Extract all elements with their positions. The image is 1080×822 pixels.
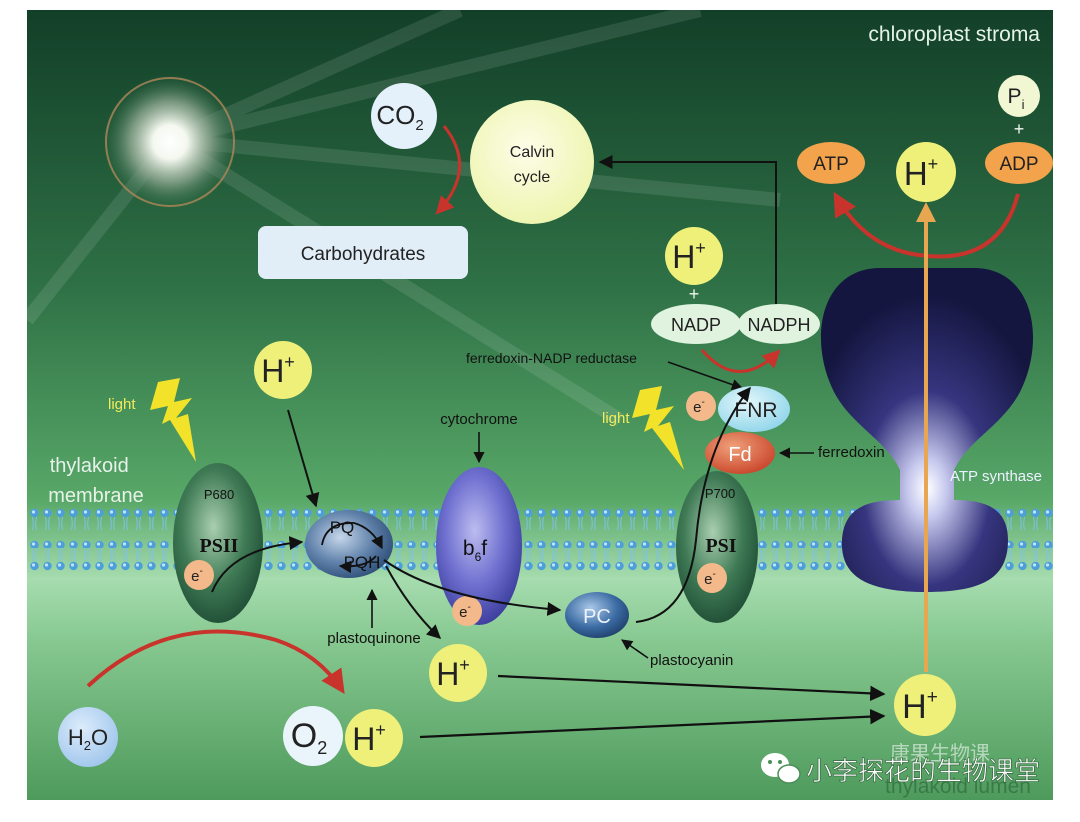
- h-plus-to-pq-arrow: [287, 409, 320, 508]
- fd-caption: ferredoxin: [818, 444, 885, 461]
- adp-label: ADP: [999, 154, 1038, 175]
- fd-label: Fd: [728, 444, 751, 466]
- pq-to-lumen-proton-arrow: [385, 565, 442, 639]
- electron-fnr: [686, 391, 716, 421]
- carbohydrates-box: [258, 226, 468, 279]
- h-plus-stroma-node: [665, 227, 723, 285]
- pi-node: [998, 75, 1040, 117]
- nadp-reduction-arrow: [700, 349, 781, 373]
- membrane-label-line2: membrane: [48, 485, 144, 507]
- lightning-icon-psii: [150, 378, 196, 462]
- atp-synthase-label: ATP synthase: [950, 468, 1042, 485]
- electron-psi-label: e-: [704, 569, 716, 588]
- pqh-label: PQH: [344, 553, 381, 572]
- lumen-proton-arrow-1: [497, 674, 886, 702]
- h-plus-pq-node: [254, 341, 312, 399]
- watermark-text: 小李探花的生物课堂: [806, 756, 1040, 786]
- carbohydrates-label: Carbohydrates: [301, 244, 426, 265]
- plastocyanin-caption: plastocyanin: [650, 652, 733, 669]
- co2-to-carbohydrates-arrow: [435, 125, 462, 215]
- h2o-label: H2O: [68, 725, 108, 753]
- pi-label: Pi: [1008, 85, 1025, 112]
- cytochrome-caption: cytochrome: [440, 411, 518, 428]
- electron-psii: [184, 560, 214, 590]
- h2o-node: [58, 707, 118, 767]
- psi-name: PSI: [705, 535, 736, 557]
- plastoquinone-caption: plastoquinone: [327, 630, 420, 647]
- psii-to-pq-arrow: [211, 536, 304, 593]
- psii-name: PSII: [200, 535, 239, 557]
- fnr-node: [718, 386, 790, 432]
- pc-node: [565, 592, 629, 638]
- calvin-line2: cycle: [514, 169, 551, 186]
- plus-sign-nadp: +: [689, 284, 700, 304]
- atp-node: [797, 142, 865, 184]
- atp-label: ATP: [813, 154, 849, 175]
- membrane-label-line1: thylakoid: [50, 455, 129, 477]
- pq-cycle-arrow-2: [338, 555, 377, 574]
- adp-to-atp-arrow: [833, 191, 1020, 259]
- electron-b6f: [452, 596, 482, 626]
- h-plus-lumen-water-node: [345, 709, 403, 767]
- co2-node: [371, 83, 437, 149]
- electron-b6f-label: e-: [459, 602, 471, 621]
- sun-ring: [105, 77, 235, 207]
- h-plus-atp-top-node: [896, 142, 956, 202]
- watermark-faint: 唐果生物课: [890, 742, 990, 765]
- psii-code: P680: [204, 487, 234, 502]
- h-plus-stroma-label: H+: [672, 238, 706, 275]
- plastocyanin-caption-arrow: [621, 639, 649, 659]
- electron-psii-label: e-: [191, 566, 203, 585]
- co2-label: CO2: [376, 100, 423, 134]
- plus-sign-pi: +: [1014, 119, 1025, 139]
- pc-label: PC: [583, 606, 611, 628]
- b6f-label: b6f: [463, 537, 487, 564]
- psi-complex: [676, 471, 758, 623]
- h-plus-lumen-synthase-node: [894, 674, 956, 736]
- nadph-to-calvin-arrow: [598, 155, 777, 304]
- h-plus-lumen-b6f-node: [429, 644, 487, 702]
- h-plus-pq-label: H+: [261, 352, 295, 389]
- b6f-complex: [436, 467, 522, 625]
- pq-cycle-arrow: [321, 522, 383, 550]
- nadp-label: NADP: [671, 315, 721, 335]
- h-plus-lumen-synthase-label: H+: [902, 687, 938, 726]
- h-plus-lumen-water-label: H+: [352, 720, 386, 757]
- water-splitting-arrow: [86, 629, 345, 694]
- adp-node: [985, 142, 1053, 184]
- fnr-caption: ferredoxin-NADP reductase: [466, 350, 637, 366]
- light-label-psi: light: [602, 410, 630, 427]
- calvin-cycle-node: [470, 100, 594, 224]
- nadph-node: [738, 304, 820, 344]
- lumen-label: thylakoid lumen: [885, 775, 1031, 798]
- calvin-line1: Calvin: [510, 144, 554, 161]
- nadph-label: NADPH: [747, 315, 810, 335]
- fnr-label: FNR: [734, 399, 777, 422]
- fnr-caption-arrow: [667, 361, 744, 390]
- electron-fnr-label: e-: [693, 397, 705, 416]
- h-plus-atp-top-label: H+: [904, 154, 938, 192]
- psi-code: P700: [705, 486, 735, 501]
- sun: [102, 74, 238, 210]
- electron-psi: [697, 563, 727, 593]
- light-label-psii: light: [108, 396, 136, 413]
- lightning-icon-psi: [632, 386, 684, 470]
- h-plus-lumen-b6f-label: H+: [436, 655, 470, 692]
- o2-node: [283, 706, 343, 766]
- stroma-label: chloroplast stroma: [868, 23, 1040, 46]
- lumen-proton-arrow-2: [419, 708, 886, 739]
- fd-node: [705, 432, 775, 474]
- membrane-label: thylakoid membrane: [48, 455, 144, 507]
- pq-to-pc-arrow: [383, 559, 562, 616]
- wechat-icon: [761, 753, 801, 784]
- pc-to-fnr-arrow: [635, 386, 751, 623]
- o2-label: O2: [291, 717, 327, 758]
- nadp-node: [651, 304, 741, 344]
